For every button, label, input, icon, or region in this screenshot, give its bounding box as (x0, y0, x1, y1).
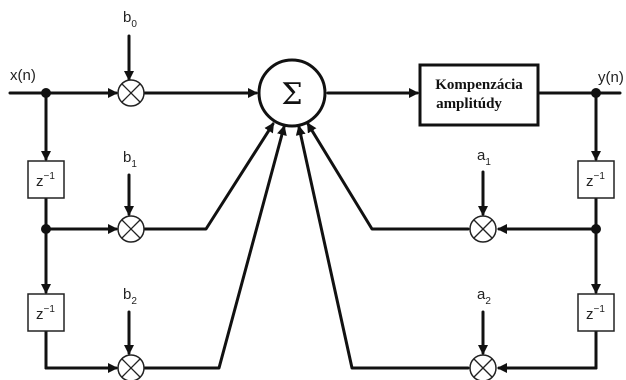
sum-symbol: Σ (281, 77, 302, 112)
b2-to-sum-wire (143, 125, 287, 370)
junction-dot (41, 224, 51, 234)
svg-text:z−1: z−1 (586, 171, 605, 190)
multiplier-a2 (469, 354, 497, 380)
svg-text:z−1: z−1 (586, 304, 605, 323)
comp-line1: Kompenzácia (435, 77, 523, 93)
coef-label-b2: b2 (123, 286, 137, 307)
coef-label-a2: a2 (477, 286, 491, 307)
b1-to-sum-wire (143, 122, 275, 231)
output-label: y(n) (598, 69, 624, 86)
compensation-box: Kompenzácia amplitúdy (418, 63, 540, 127)
multiplier-b2 (117, 354, 145, 380)
junction-dot (591, 224, 601, 234)
svg-text:z−1: z−1 (36, 171, 55, 190)
delay-box-right-1: z−1 (577, 160, 615, 199)
delay-box-left-1: z−1 (27, 160, 65, 199)
svg-text:z−1: z−1 (36, 304, 55, 323)
delay-box-right-2: z−1 (577, 293, 615, 332)
sum-node: Σ (257, 58, 327, 128)
input-label: x(n) (10, 67, 36, 84)
coef-label-b0: b0 (123, 9, 137, 30)
multiplier-a1 (469, 215, 497, 243)
coef-label-a1: a1 (477, 147, 491, 168)
multiplier-b0 (117, 79, 145, 107)
junction-dot (591, 88, 601, 98)
junction-dot (41, 88, 51, 98)
multiplier-b1 (117, 215, 145, 243)
coef-label-b1: b1 (123, 149, 137, 170)
a1-to-sum-wire (306, 122, 470, 231)
delay-box-left-2: z−1 (27, 293, 65, 332)
a2-to-sum-wire (295, 125, 470, 370)
comp-line2: amplitúdy (436, 96, 502, 112)
